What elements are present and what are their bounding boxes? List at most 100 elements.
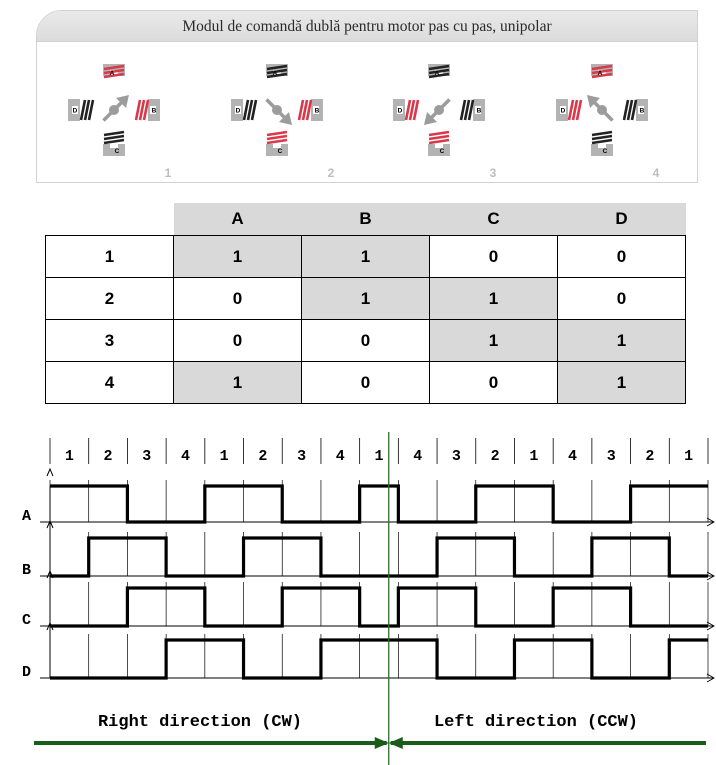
direction-arrows [34,737,706,749]
coil-b-icon: B [299,99,323,121]
panel-title: Modul de comandă dublă pentru motor pas … [37,11,697,42]
sequence-label: 4 [336,448,345,465]
table-cell-c: 0 [430,236,558,278]
sequence-label: 3 [452,448,461,465]
step-figure-svg: A C D B 2 [230,55,350,187]
coil-label: D [73,108,78,115]
signal-label: C [22,612,31,629]
table-cell-b: 1 [302,236,430,278]
signal-d: D [22,592,714,682]
sequence-label: 2 [645,448,654,465]
step-figure-2: A C D B 2 [230,55,350,187]
sequence-label: 4 [413,448,422,465]
table-cell-a: 1 [174,236,302,278]
sequence-label: 2 [104,448,113,465]
row-step-label: 3 [46,320,174,362]
coil-label: C [115,148,120,155]
rotor-arrow-icon [587,95,613,121]
waveform-line [50,588,708,626]
coil-label: D [561,108,566,115]
table-cell-b: 0 [302,362,430,404]
coil-d-icon: D [556,99,581,121]
coil-label: D [236,108,241,115]
coil-a-icon: A [266,64,288,77]
waveform-line [50,538,708,576]
table-cell-c: 1 [430,278,558,320]
step-number: 4 [653,166,660,180]
sequence-label: 4 [181,448,190,465]
coil-c-icon: C [103,132,125,156]
row-step-label: 1 [46,236,174,278]
coil-label: A [273,70,278,77]
sequence-label: 1 [220,448,229,465]
waveform-line [50,486,708,522]
cw-arrow-head [375,737,389,749]
coil-label: A [598,70,603,77]
ccw-label: Left direction (CCW) [434,713,638,732]
signal-b: B [22,490,714,580]
sequence-label: 4 [568,448,577,465]
coil-label: B [477,108,482,115]
ccw-arrow-head [389,737,403,749]
signal-c: C [22,542,714,630]
table-cell-d: 1 [558,362,686,404]
coil-d-icon: D [68,99,93,121]
sequence-label: 3 [297,448,306,465]
sequence-label: 1 [65,448,74,465]
sequence-label: 3 [607,448,616,465]
coil-b-icon: B [136,99,160,121]
cw-label: Right direction (CW) [98,713,302,732]
table-cell-b: 0 [302,320,430,362]
row-step-label: 4 [46,362,174,404]
coil-c-icon: C [266,132,288,156]
signal-label: B [22,562,31,579]
column-header-a: A [174,203,302,236]
step-figure-svg: A C D B 1 [67,55,187,187]
table-header-row: A B C D [46,203,686,236]
sequence-label: 2 [491,448,500,465]
coil-label: B [315,108,320,115]
row-step-label: 2 [46,278,174,320]
column-header-d: D [558,203,686,236]
table-cell-a: 0 [174,278,302,320]
grid-lines [50,438,708,678]
signal-label: D [22,664,31,681]
signal-label: A [22,508,31,525]
coil-d-icon: D [231,99,256,121]
sequence-label: 1 [374,448,383,465]
coil-label: A [110,70,115,77]
coil-d-icon: D [393,99,418,121]
column-header-b: B [302,203,430,236]
coil-a-icon: A [103,64,125,77]
table-cell-c: 1 [430,320,558,362]
coil-b-icon: B [461,99,485,121]
step-number: 1 [165,166,172,180]
step-figure-1: A C D B 1 [67,55,187,187]
waveform-line [50,640,708,678]
step-number: 2 [328,166,335,180]
table-cell-a: 0 [174,320,302,362]
sequence-label: 1 [529,448,538,465]
coil-label: A [435,70,440,77]
coil-label: C [278,148,283,155]
header-corner [46,203,174,236]
table-cell-d: 0 [558,236,686,278]
coil-label: C [440,148,445,155]
column-header-c: C [430,203,558,236]
coil-c-icon: C [428,132,450,156]
rotor-arrow-icon [267,100,293,126]
coil-c-icon: C [591,132,613,156]
table-cell-d: 0 [558,278,686,320]
rotor-arrow-icon [424,100,450,126]
